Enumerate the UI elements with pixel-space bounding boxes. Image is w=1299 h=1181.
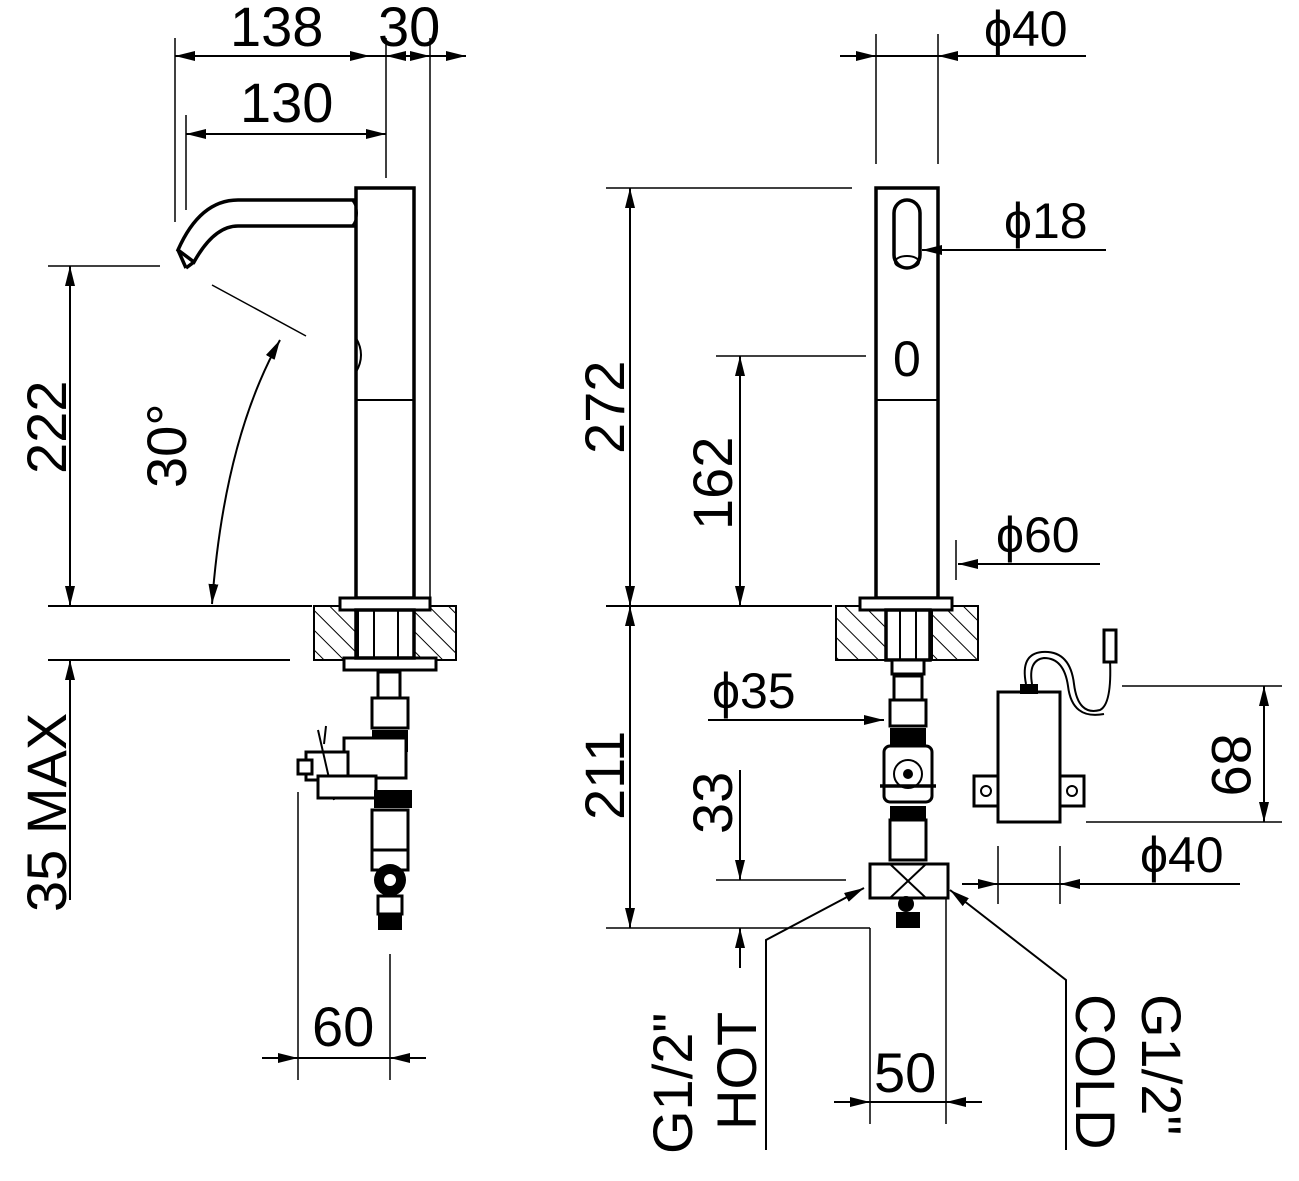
dim-label-phi18: ϕ18: [1004, 193, 1088, 249]
dim-label-60: 60: [312, 995, 374, 1058]
dim-label-162: 162: [681, 437, 744, 530]
deck-section-side: [313, 596, 457, 672]
dim-label-130: 130: [240, 71, 333, 134]
dim-label-272: 272: [573, 361, 636, 454]
cold-label: COLD: [1064, 994, 1127, 1150]
control-box: [972, 628, 1118, 824]
angle-label: 30°: [135, 403, 198, 488]
dim-label-phi60: ϕ60: [996, 507, 1080, 563]
cold-thread-label: G1/2": [1130, 994, 1193, 1135]
dim-label-phi40-top: ϕ40: [984, 1, 1068, 57]
side-view: 138 30 130 222 30°: [15, 0, 466, 1080]
dim-label-33: 33: [681, 772, 744, 834]
dim-label-35max: 35 MAX: [15, 713, 78, 912]
dim-label-30: 30: [378, 0, 440, 58]
dim-label-89: 89: [1200, 734, 1263, 796]
front-view: ϕ40 0 ϕ18 272 162 ϕ60: [573, 1, 1282, 1154]
faucet-side-body: [175, 186, 416, 600]
dim-label-138: 138: [230, 0, 323, 58]
dim-label-222: 222: [15, 381, 78, 474]
deck-section-front: [835, 596, 979, 676]
faucet-front-body: 0: [874, 186, 940, 600]
sensor-mark: 0: [893, 331, 921, 387]
hot-thread-label: G1/2": [641, 1013, 704, 1154]
hot-label: HOT: [705, 1012, 768, 1130]
dim-label-phi35: ϕ35: [712, 663, 796, 719]
dim-label-phi40-box: ϕ40: [1140, 827, 1224, 883]
dim-label-50: 50: [874, 1041, 936, 1104]
valve-assembly-side: [296, 670, 412, 930]
dim-label-211: 211: [573, 731, 636, 820]
angle-arc: [208, 339, 281, 605]
valve-assembly-front: [868, 674, 950, 928]
